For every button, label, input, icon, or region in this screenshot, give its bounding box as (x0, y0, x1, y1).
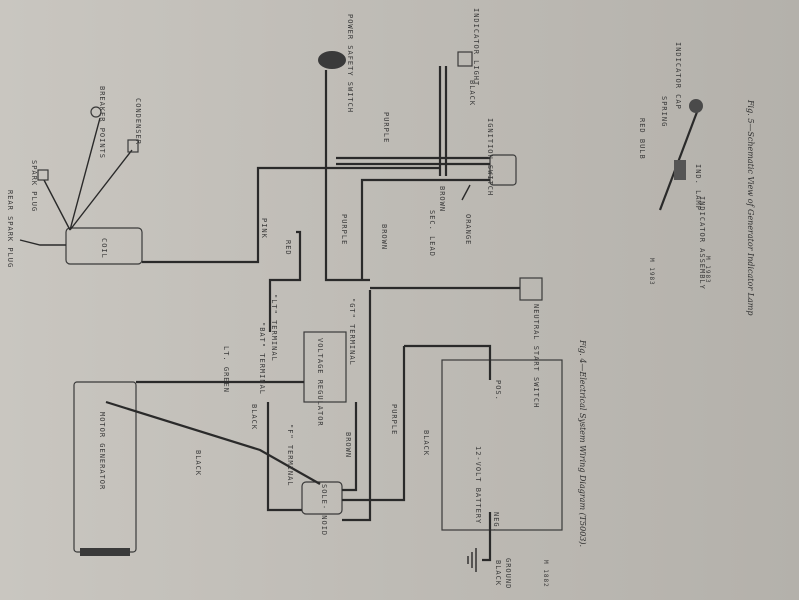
purple-wire-mid (342, 290, 372, 522)
spring-label: SPRING (660, 96, 668, 127)
black-label-4: BLACK (194, 450, 202, 476)
purple-label-2: PURPLE (382, 112, 390, 143)
indicator-lamp-body (674, 160, 686, 180)
brown-label-2: BROWN (438, 186, 446, 212)
neg-label: NEG. (492, 512, 500, 533)
indicator-lamp-schematic (658, 103, 702, 211)
ind-lamp-label: IND. LAMP (694, 164, 702, 211)
brown-wire-top (360, 178, 490, 280)
power-safety-switch-label: POWER SAFETY SWITCH (346, 14, 354, 113)
ignition-switch-box (489, 154, 517, 186)
coil-label: COIL (100, 238, 108, 259)
condenser-label: CONDENSER (134, 98, 142, 145)
motor-generator-label: MOTOR GENERATOR (98, 412, 106, 490)
voltage-regulator-label: VOLTAGE REGULATOR (316, 338, 324, 427)
ground-wire (482, 512, 492, 562)
black-wire-gen (105, 400, 321, 485)
figure-code-3: M 1983 (704, 256, 711, 284)
battery-label: 12-VOLT BATTERY (474, 446, 482, 524)
spark-plug-label: SPARK PLUG (30, 160, 38, 212)
spark-plug-symbol (37, 169, 49, 181)
rear-spark-lead (19, 239, 66, 246)
figure-code-1: M 1882 (542, 560, 549, 588)
voltage-regulator-box (303, 331, 347, 403)
black-wire-battery (342, 344, 492, 502)
brown-label-1: BROWN (380, 224, 388, 250)
breaker-points-label: BREAKER POINTS (98, 86, 106, 159)
purple-label-3: PURPLE (390, 404, 398, 435)
motor-generator-pulley (80, 548, 130, 556)
brown-wire-mid (342, 402, 358, 492)
gt-terminal-label: "GT" TERMINAL (348, 298, 356, 366)
ignition-switch-label: IGNITION SWITCH (486, 118, 494, 196)
purple-wire-top (324, 70, 370, 282)
ground-symbol (467, 548, 477, 572)
indicator-lamp-bulb (689, 99, 703, 113)
brown-label-3: BROWN (344, 432, 352, 458)
lt-green-label: LT. GREEN (222, 346, 230, 393)
black-label-1: BLACK (468, 80, 476, 106)
battery-box (441, 359, 563, 531)
black-wire-left (266, 402, 302, 512)
ignition-bundle (336, 66, 490, 176)
condenser-symbol (127, 139, 139, 153)
neutral-start-switch-label: NEUTRAL START SWITCH (532, 304, 540, 408)
black-label-5: BLACK (494, 560, 502, 586)
indicator-assembly-label: INDICATOR ASSEMBLY (698, 196, 706, 290)
red-bulb-label: RED BULB (638, 118, 646, 160)
sec-lead-wire (461, 184, 471, 201)
purple-label-1: PURPLE (340, 214, 348, 245)
pink-label: PINK (260, 218, 268, 239)
rear-spark-plug-label: REAR SPARK PLUG (6, 190, 14, 268)
indicator-cap-label: INDICATOR CAP (674, 42, 682, 110)
red-wire (268, 230, 302, 332)
bat-terminal-label: "BAT" TERMINAL (258, 322, 266, 395)
breaker-points-symbol (90, 106, 102, 118)
black-label-3: BLACK (422, 430, 430, 456)
solenoid-box (301, 481, 343, 515)
red-label: RED (284, 240, 292, 256)
lt-terminal-label: "LT" TERMINAL (270, 294, 278, 362)
power-safety-switch-symbol (318, 51, 346, 69)
fig5-caption: Fig. 5—Schematic View of Generator Indic… (746, 99, 755, 315)
pink-wire (142, 166, 440, 264)
ground-label: GROUND (504, 558, 512, 589)
coil-box (65, 227, 143, 265)
indicator-light-label: INDICATOR LIGHT (472, 8, 480, 86)
f-terminal-label: "F" TERMINAL (286, 424, 294, 487)
solenoid-label: SOLE- NOID (320, 484, 328, 536)
spark-plug-lead (43, 117, 133, 231)
black-label-2: BLACK (250, 404, 258, 430)
figure-code-2: M 1983 (648, 258, 655, 286)
fig4-caption: Fig. 4—Electrical System Wiring Diagram … (578, 339, 587, 547)
sec-lead-label: SEC. LEAD (428, 210, 436, 257)
pos-label: POS. (494, 380, 502, 401)
orange-label: ORANGE (464, 214, 472, 245)
neutral-start-switch-box (519, 277, 543, 301)
indicator-light-symbol (457, 51, 473, 67)
